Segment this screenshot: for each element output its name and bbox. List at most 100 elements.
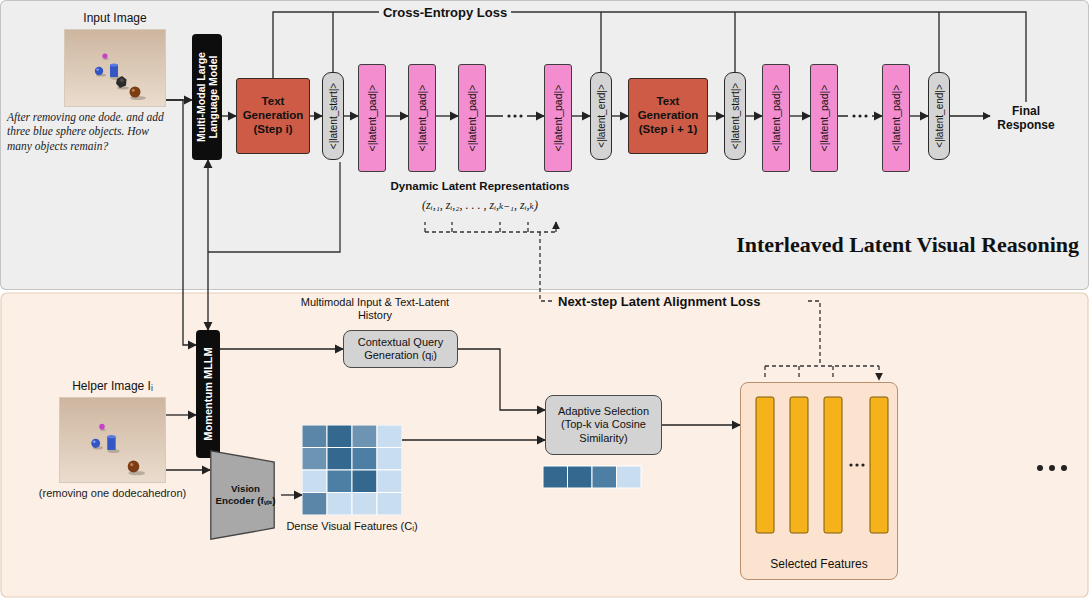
- latent-pad-token: <|latent_pad|>: [358, 64, 386, 172]
- rotated-holder: Momentum MLLM: [202, 334, 215, 454]
- label-holder: (zᵢ,₁, zᵢ,₂, . . . , zᵢ,ₖ₋₁, zᵢ,ₖ): [350, 198, 610, 213]
- latent-pad-token: <|latent_pad|>: [810, 64, 838, 172]
- diagram-label: Multimodal Input & Text-Latent History: [300, 296, 450, 322]
- feature-bar: [756, 397, 774, 533]
- encoder-trapezoid: Vision Encoder (fᵥᵢₛ): [210, 450, 281, 540]
- dashed-arrow: [765, 366, 879, 380]
- model-block: Multi-Modal Large Language Model: [192, 34, 222, 160]
- continuation-dot: [1037, 465, 1043, 471]
- feature-cell: [352, 493, 377, 516]
- floor: [60, 398, 165, 482]
- latent-token-cap: <|latent_start|>: [724, 72, 746, 160]
- image-panel: Helper Image Iᵢ(removing one dodecahedro…: [60, 398, 165, 482]
- selected-features-box: Selected Features: [740, 382, 898, 580]
- brown-sphere: [130, 87, 141, 98]
- ellipsis-patch: [848, 111, 872, 121]
- label-holder: Next-step Latent Alignment Loss: [558, 294, 803, 309]
- rotated-holder: <|latent_end|>: [934, 76, 945, 156]
- rotated-label: <|latent_start|>: [328, 76, 339, 156]
- rotated-label: Multi-Modal Large Language Model: [195, 38, 219, 156]
- text-generation-box: Text Generation (Step i + 1): [628, 78, 708, 154]
- feature-grid-cells: [302, 425, 402, 515]
- rotated-label: <|latent_pad|>: [818, 68, 830, 168]
- rotated-label: <|latent_pad|>: [890, 68, 902, 168]
- grid-label-holder: Dense Visual Features (Cᵢ): [257, 520, 447, 532]
- rotated-label: <|latent_pad|>: [416, 68, 428, 168]
- latent-pad-token: <|latent_pad|>: [408, 64, 436, 172]
- feature-cell: [352, 448, 377, 471]
- ellipsis-dot: [861, 463, 864, 466]
- dodecahedron: [116, 76, 127, 88]
- ellipsis-dot: [852, 114, 855, 117]
- rotated-label: <|latent_start|>: [730, 76, 741, 156]
- diagram-label: Dynamic Latent Representations: [350, 180, 610, 192]
- highlight: [132, 89, 135, 92]
- rotated-holder: <|latent_pad|>: [818, 68, 830, 168]
- box-label: Text Generation (Step i): [241, 95, 305, 136]
- rotated-holder: <|latent_start|>: [730, 76, 741, 156]
- connector-arrow: [612, 115, 628, 116]
- feature-cell: [302, 448, 327, 471]
- image-heading-holder: Helper Image Iᵢ: [35, 379, 190, 393]
- rotated-holder: <|latent_end|>: [596, 76, 607, 156]
- history-line: [208, 162, 340, 252]
- label-holder: Final Response: [994, 104, 1058, 133]
- connector-arrow: [281, 494, 302, 495]
- blue-sphere: [91, 439, 100, 448]
- token-cell: [617, 466, 642, 488]
- connector-arrow: [790, 115, 810, 116]
- panel-title-holder: Interleaved Latent Visual Reasoning: [736, 232, 1079, 258]
- cylinder-top: [107, 435, 115, 438]
- dashed-arrow: [425, 222, 556, 232]
- highlight: [130, 463, 133, 466]
- box-label: Text Generation (Step i + 1): [633, 95, 703, 136]
- blue-cylinder: [107, 437, 115, 450]
- grid-label: Dense Visual Features (Cᵢ): [257, 520, 447, 532]
- rotated-holder: <|latent_pad|>: [552, 68, 564, 168]
- highlight: [93, 440, 96, 443]
- feature-bar: [790, 397, 808, 533]
- connector-arrow: [386, 115, 408, 116]
- ellipsis-dot: [513, 114, 516, 117]
- feature-cell: [377, 493, 402, 516]
- final-arrow: [950, 115, 990, 116]
- dashed-line: [425, 232, 879, 366]
- cylinder-top: [110, 64, 118, 67]
- box-label: Contextual Query Generation (qᵢ): [348, 336, 453, 362]
- feature-cell: [302, 470, 327, 493]
- question-holder: After removing one dode. and add three b…: [7, 110, 169, 153]
- label-holder: Multimodal Input & Text-Latent History: [300, 296, 450, 322]
- feature-cell: [302, 425, 327, 448]
- selected-token-row: [543, 466, 641, 488]
- feature-bar: [824, 397, 842, 533]
- latent-token-cap: <|latent_end|>: [928, 72, 950, 160]
- connector-arrow: [910, 115, 928, 116]
- diagram-label: Cross-Entropy Loss: [379, 5, 511, 20]
- box-label: Vision Encoder (fᵥᵢₛ): [214, 483, 277, 506]
- rotated-label: Momentum MLLM: [202, 334, 215, 454]
- connector-arrow: [165, 469, 210, 470]
- connector-arrow: [708, 115, 724, 116]
- rotated-holder: <|latent_pad|>: [890, 68, 902, 168]
- blue-sphere: [95, 67, 103, 75]
- ellipsis-dot: [855, 463, 858, 466]
- image-panel: Input ImageAfter removing one dode. and …: [65, 30, 165, 106]
- rotated-label: <|latent_pad|>: [466, 68, 478, 168]
- connector-arrow: [165, 100, 196, 345]
- latent-pad-token: <|latent_pad|>: [544, 64, 572, 172]
- region-band: Interleaved Latent Visual Reasoning Input…: [0, 0, 1089, 290]
- rotated-label: <|latent_end|>: [596, 76, 607, 156]
- connector-arrow: [572, 115, 590, 116]
- feature-cell: [327, 493, 352, 516]
- connector-arrow: [220, 348, 343, 349]
- selected-label-holder: Selected Features: [741, 557, 897, 571]
- feature-cell: [352, 470, 377, 493]
- feature-cell: [377, 470, 402, 493]
- rotated-label: <|latent_pad|>: [552, 68, 564, 168]
- token-cell: [543, 466, 568, 488]
- model-block: Momentum MLLM: [196, 330, 220, 458]
- rotated-holder: <|latent_pad|>: [416, 68, 428, 168]
- ellipsis-dot: [858, 114, 861, 117]
- connector-arrow: [838, 115, 882, 116]
- caption-holder: (removing one dodecahedron): [35, 487, 190, 499]
